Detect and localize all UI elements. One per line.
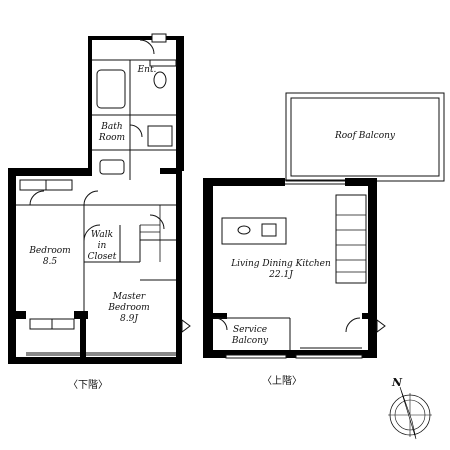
upper-floor-plan <box>203 92 445 359</box>
lower-floor-plan <box>8 33 191 364</box>
lower-floor-caption: 〈下階〉 <box>68 380 108 391</box>
bedroom-label: Bedroom 8.5 <box>29 246 71 267</box>
master-bedroom-label: Master Bedroom 8.9J <box>108 292 150 324</box>
roof-balcony-label: Roof Balcony <box>334 131 395 141</box>
upper-floor-caption: 〈上階〉 <box>262 376 302 387</box>
compass-north-label: N <box>392 376 403 389</box>
compass <box>388 386 432 440</box>
ldk-label: Living Dining Kitchen 22.1J <box>231 259 331 280</box>
bath-room-label: Bath Room <box>98 122 126 143</box>
service-balcony-label: Service Balcony <box>231 325 269 346</box>
walk-in-closet-label: Walk in Closet <box>87 230 117 262</box>
entrance-label: Ent. <box>137 65 157 75</box>
